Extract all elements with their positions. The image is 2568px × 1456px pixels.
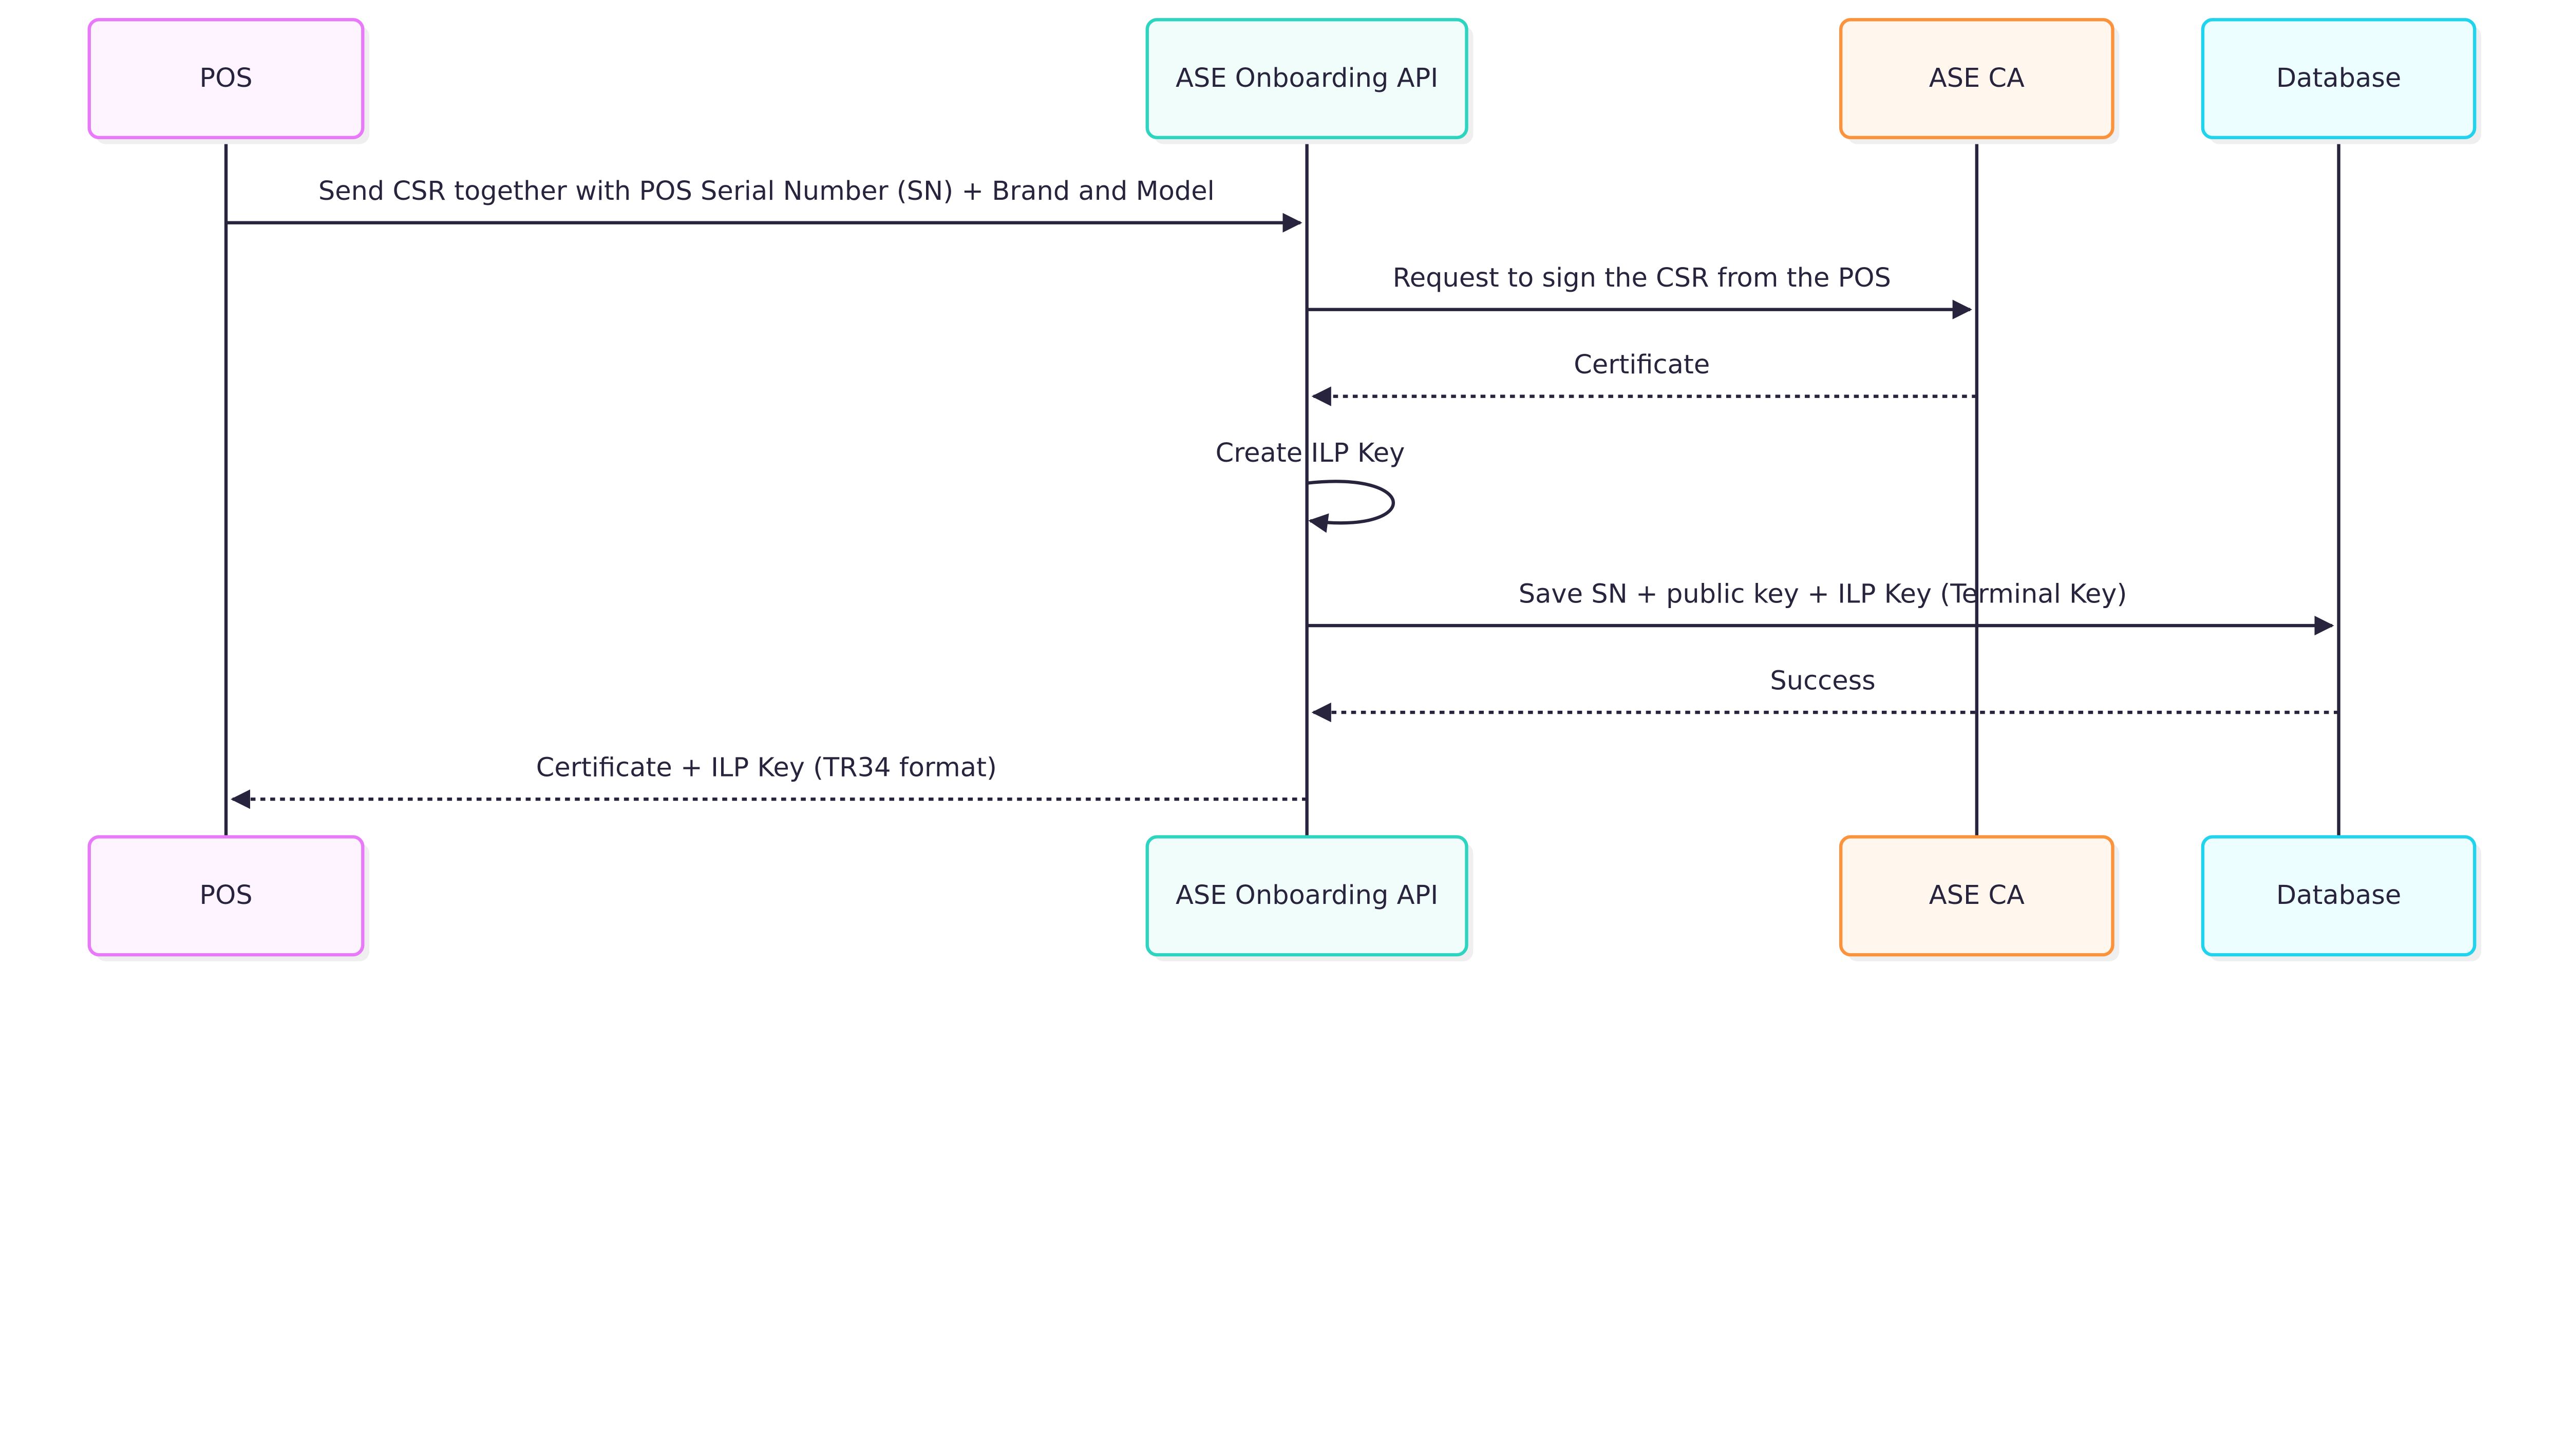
message-label: Send CSR together with POS Serial Number… xyxy=(318,176,1215,206)
self-message-arrow xyxy=(1307,480,1395,533)
message-label: Create ILP Key xyxy=(1216,438,1405,468)
message-label: Save SN + public key + ILP Key (Terminal… xyxy=(1519,579,2127,609)
participant-box xyxy=(1839,835,2114,957)
lifelines xyxy=(224,137,2340,837)
participants: POS POS ASE Onboarding API ASE Onboarding A… xyxy=(87,18,2481,961)
message-4: Create ILP Key xyxy=(1216,438,1405,533)
participant-box xyxy=(2201,835,2477,957)
message-2: Request to sign the CSR from the POS xyxy=(1307,263,1972,319)
participant-label: ASE CA xyxy=(1929,880,2025,911)
participant-label: ASE Onboarding API xyxy=(1176,880,1438,911)
message-5: Save SN + public key + ILP Key (Terminal… xyxy=(1307,579,2334,636)
message-label: Certificate + ILP Key (TR34 format) xyxy=(536,752,997,783)
participant-box xyxy=(1839,18,2114,140)
participant-api-top[interactable]: ASE Onboarding API xyxy=(1145,18,1474,144)
participant-label: ASE Onboarding API xyxy=(1176,63,1438,93)
message-label: Certificate xyxy=(1574,350,1710,380)
message-1: Send CSR together with POS Serial Number… xyxy=(226,176,1302,233)
participant-ca-bottom[interactable]: ASE CA xyxy=(1839,835,2120,961)
participant-box xyxy=(87,18,365,140)
message-7: Certificate + ILP Key (TR34 format) xyxy=(230,752,1307,809)
message-label: Success xyxy=(1770,666,1875,696)
participant-db-top[interactable]: Database xyxy=(2201,18,2481,144)
sequence-diagram: POS POS ASE Onboarding API ASE Onboarding A… xyxy=(87,18,2481,961)
message-6: Success xyxy=(1311,666,2339,723)
participant-db-bottom[interactable]: Database xyxy=(2201,835,2481,961)
message-label: Request to sign the CSR from the POS xyxy=(1393,263,1891,293)
messages: Send CSR together with POS Serial Number… xyxy=(226,176,2339,809)
participant-label: POS xyxy=(199,880,252,911)
participant-label: POS xyxy=(199,63,252,93)
participant-label: ASE CA xyxy=(1929,63,2025,93)
participant-ca-top[interactable]: ASE CA xyxy=(1839,18,2120,144)
participant-api-bottom[interactable]: ASE Onboarding API xyxy=(1145,835,1474,961)
participant-pos-top[interactable]: POS xyxy=(87,18,370,144)
participant-pos-bottom[interactable]: POS xyxy=(87,835,370,961)
participant-box xyxy=(1145,18,1468,140)
participant-box xyxy=(1145,835,1468,957)
message-3: Certificate xyxy=(1311,350,1977,406)
participant-label: Database xyxy=(2276,880,2401,911)
participant-box xyxy=(87,835,365,957)
participant-box xyxy=(2201,18,2477,140)
participant-label: Database xyxy=(2276,63,2401,93)
